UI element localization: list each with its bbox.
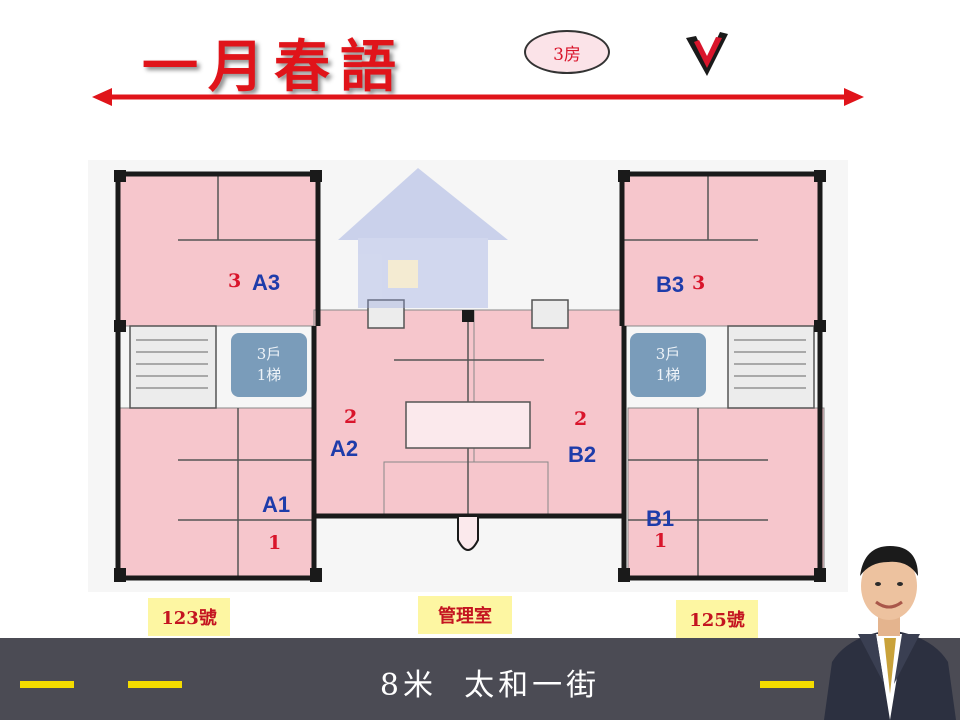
address-tag-left: 123號	[148, 598, 230, 636]
road	[0, 638, 960, 720]
floor-plan: 3 A3 B3 3 2 A2 2 B2 A1 1 B1 1 3戶 1梯 3戶 1…	[88, 160, 848, 592]
elevator-right-count: 1梯	[655, 366, 681, 384]
brand-check-icon	[686, 32, 728, 76]
lane-marking	[760, 681, 814, 688]
unit-a3-label: A3	[252, 270, 281, 295]
b3-floor-mark: 3	[692, 272, 706, 294]
elevator-badge-left: 3戶 1梯	[231, 333, 307, 397]
unit-b3-label: B3	[656, 272, 685, 297]
project-title: 一月春語	[142, 34, 406, 100]
unit-a2-label: A2	[330, 436, 359, 461]
agent-portrait	[824, 546, 956, 720]
floor-plan-drawing	[88, 160, 848, 592]
a1-floor-mark: 1	[268, 532, 282, 554]
width-arrow	[92, 88, 864, 106]
elevator-left-households: 3戶	[256, 345, 282, 363]
watermark-logo	[338, 168, 508, 308]
lane-marking	[128, 681, 182, 688]
b2-floor-mark: 2	[574, 408, 588, 430]
unit-b1-label: B1	[646, 506, 675, 531]
rooms-badge: 3房	[524, 30, 610, 74]
b1-floor-mark: 1	[654, 530, 668, 552]
a3-floor-mark: 3	[228, 270, 242, 292]
elevator-badge-right: 3戶 1梯	[630, 333, 706, 397]
management-office-tag: 管理室	[418, 596, 512, 634]
address-tag-right: 125號	[676, 600, 758, 638]
elevator-right-households: 3戶	[655, 345, 681, 363]
road-name: 8米 太和一街	[379, 668, 601, 703]
elevator-left-count: 1梯	[256, 366, 282, 384]
unit-a1-label: A1	[262, 492, 291, 517]
lane-marking	[20, 681, 74, 688]
a2-floor-mark: 2	[344, 406, 358, 428]
unit-b2-label: B2	[568, 442, 597, 467]
